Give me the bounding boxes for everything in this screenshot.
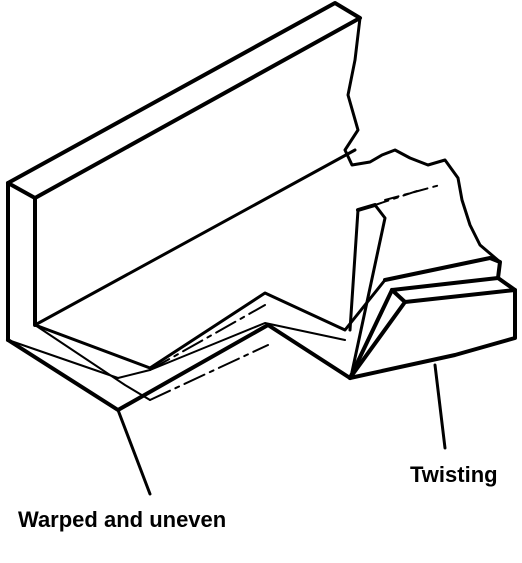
warped-leader-line: [116, 408, 152, 496]
base-flange: [6, 148, 517, 412]
warped-uneven-label: Warped and uneven: [18, 507, 227, 532]
vertical-flange: [6, 1, 502, 342]
twisting-label: Twisting: [410, 462, 498, 487]
twisting-leader-line: [433, 363, 447, 450]
ideal-profile-lines: [7, 184, 441, 401]
